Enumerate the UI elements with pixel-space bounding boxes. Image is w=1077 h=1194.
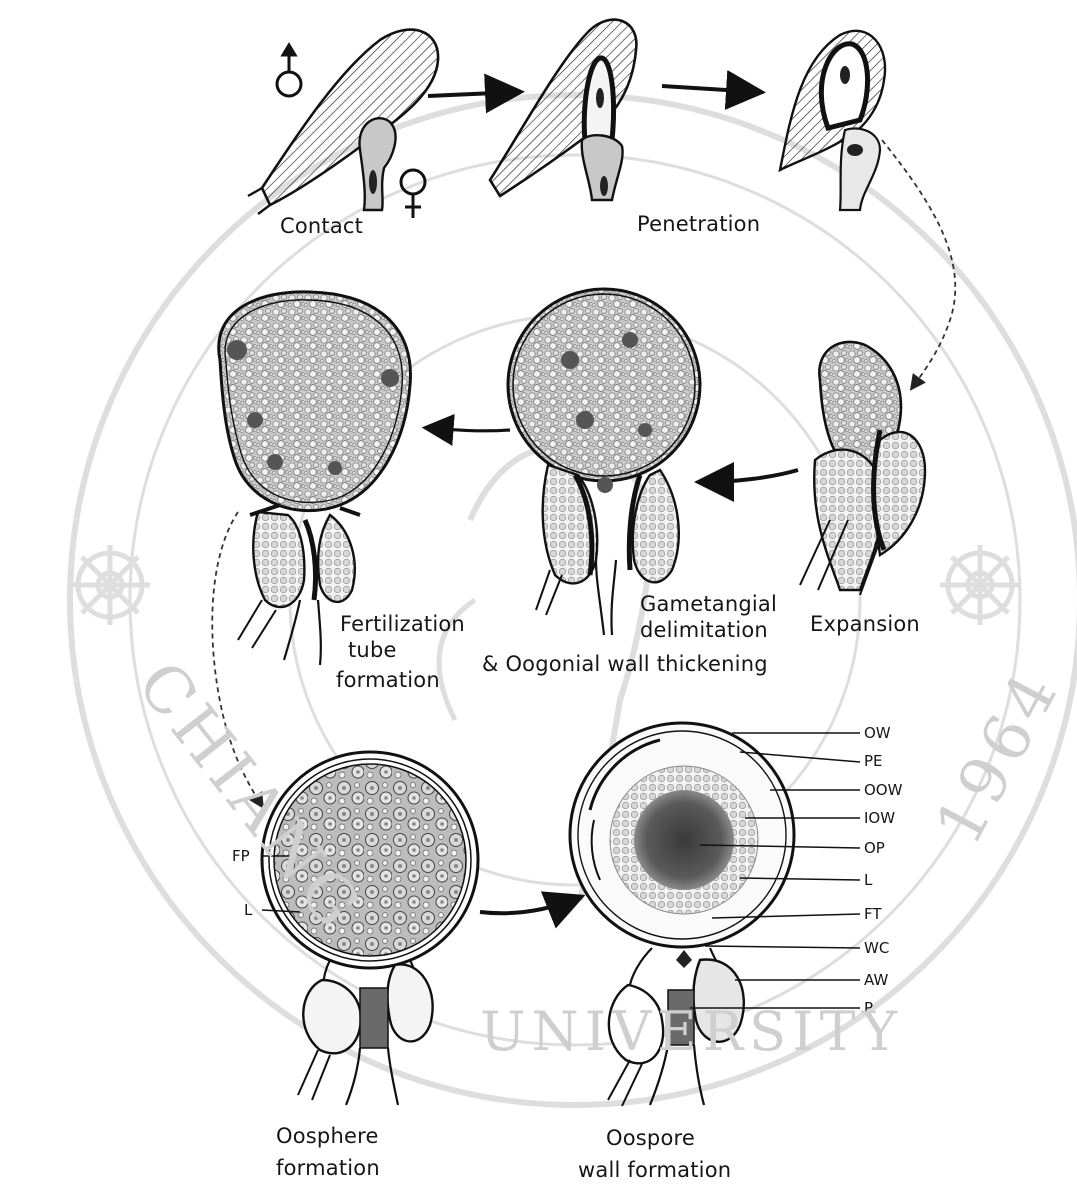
label-gametangial-line1: Gametangial: [640, 592, 777, 617]
abbr-wc: WC: [864, 940, 889, 957]
stage-gametangial-drawing: [508, 289, 700, 635]
arrow-gametangial-to-fertilization: [428, 428, 510, 431]
abbr-oow: OOW: [864, 782, 902, 799]
arrow-oosphere-to-oospore: [480, 898, 578, 913]
stage-fertilization-drawing: [219, 292, 411, 665]
stage-expansion-drawing: [800, 342, 925, 595]
abbr-pe: PE: [864, 753, 883, 770]
abbr-ow: OW: [864, 725, 891, 742]
arrow-penetration-to-stage3: [662, 86, 758, 92]
watermark-flower-right: [940, 545, 1020, 625]
label-penetration: Penetration: [637, 212, 760, 237]
label-oosphere-line2: formation: [276, 1156, 380, 1181]
arrow-expansion-to-gametangial: [702, 470, 798, 482]
label-fertilization-line2: tube: [348, 638, 397, 663]
label-oospore-line2: wall formation: [578, 1158, 731, 1183]
abbr-ft: FT: [864, 906, 882, 923]
abbr-iow: IOW: [864, 810, 895, 827]
abbr-l-oosphere: L: [244, 902, 252, 919]
label-expansion: Expansion: [810, 612, 920, 637]
label-fertilization-line3: formation: [336, 668, 440, 693]
watermark-seal: [70, 95, 1077, 1105]
abbr-op: OP: [864, 840, 885, 857]
label-oospore-line1: Oospore: [606, 1126, 695, 1151]
watermark-text-bottom: UNIVERSITY: [480, 1000, 903, 1063]
label-contact: Contact: [280, 214, 363, 239]
female-symbol-icon: [401, 170, 425, 218]
watermark-flower-left: [70, 545, 150, 625]
abbr-aw: AW: [864, 972, 888, 989]
label-oosphere-line1: Oosphere: [276, 1124, 379, 1149]
arrow-contact-to-penetration: [428, 92, 517, 96]
label-gametangial-line2: delimitation: [640, 618, 768, 643]
label-fertilization-line1: Fertilization: [340, 612, 465, 637]
stage-three-drawing: [780, 31, 885, 210]
abbr-l-oospore: L: [864, 872, 872, 889]
stage-penetration-drawing: [490, 20, 636, 200]
label-gametangial-line3: & Oogonial wall thickening: [482, 652, 768, 677]
male-symbol-icon: [277, 45, 301, 96]
